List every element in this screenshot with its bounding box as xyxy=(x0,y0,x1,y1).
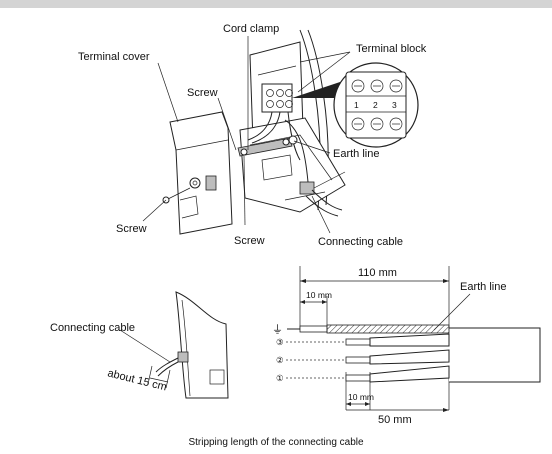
terminal-block-zoom: 1 2 3 xyxy=(333,62,419,148)
cable-exit xyxy=(305,189,343,217)
terminal-number-1: 1 xyxy=(354,100,359,110)
terminal-block xyxy=(261,82,340,113)
label-50mm: 50 mm xyxy=(378,414,412,426)
top-bar xyxy=(0,0,552,8)
label-cord-clamp: Cord clamp xyxy=(223,23,279,35)
unit-body xyxy=(239,29,346,213)
terminal-number-2: 2 xyxy=(373,100,378,110)
wire-bundle xyxy=(237,111,309,183)
label-connecting-cable-left: Connecting cable xyxy=(50,322,135,334)
label-terminal-block: Terminal block xyxy=(356,43,427,55)
wire-mark-2: ② xyxy=(276,355,284,365)
caption: Stripping length of the connecting cable xyxy=(188,437,364,448)
wire-mark-3: ③ xyxy=(276,337,284,347)
label-screw-bottom: Screw xyxy=(234,235,265,247)
terminal-number-3: 3 xyxy=(392,100,397,110)
label-screw-upper: Screw xyxy=(187,87,218,99)
label-connecting-cable-top: Connecting cable xyxy=(318,236,403,248)
label-10mm-bottom: 10 mm xyxy=(348,392,374,402)
earth-symbol-mark: ⏚ xyxy=(272,323,283,336)
label-about-15cm: about 15 cm xyxy=(106,367,168,393)
label-terminal-cover: Terminal cover xyxy=(78,51,150,63)
stripping-diagram xyxy=(286,266,541,412)
label-10mm-top: 10 mm xyxy=(306,290,332,300)
label-110mm: 110 mm xyxy=(358,267,397,279)
label-earth-line-top: Earth line xyxy=(333,148,379,160)
cable-exit-detail xyxy=(119,291,229,399)
terminal-cover xyxy=(162,111,233,235)
wire-mark-1: ① xyxy=(276,373,284,383)
label-screw-left: Screw xyxy=(116,223,147,235)
label-earth-line-bottom: Earth line xyxy=(460,281,506,293)
leader-lines xyxy=(142,36,351,234)
